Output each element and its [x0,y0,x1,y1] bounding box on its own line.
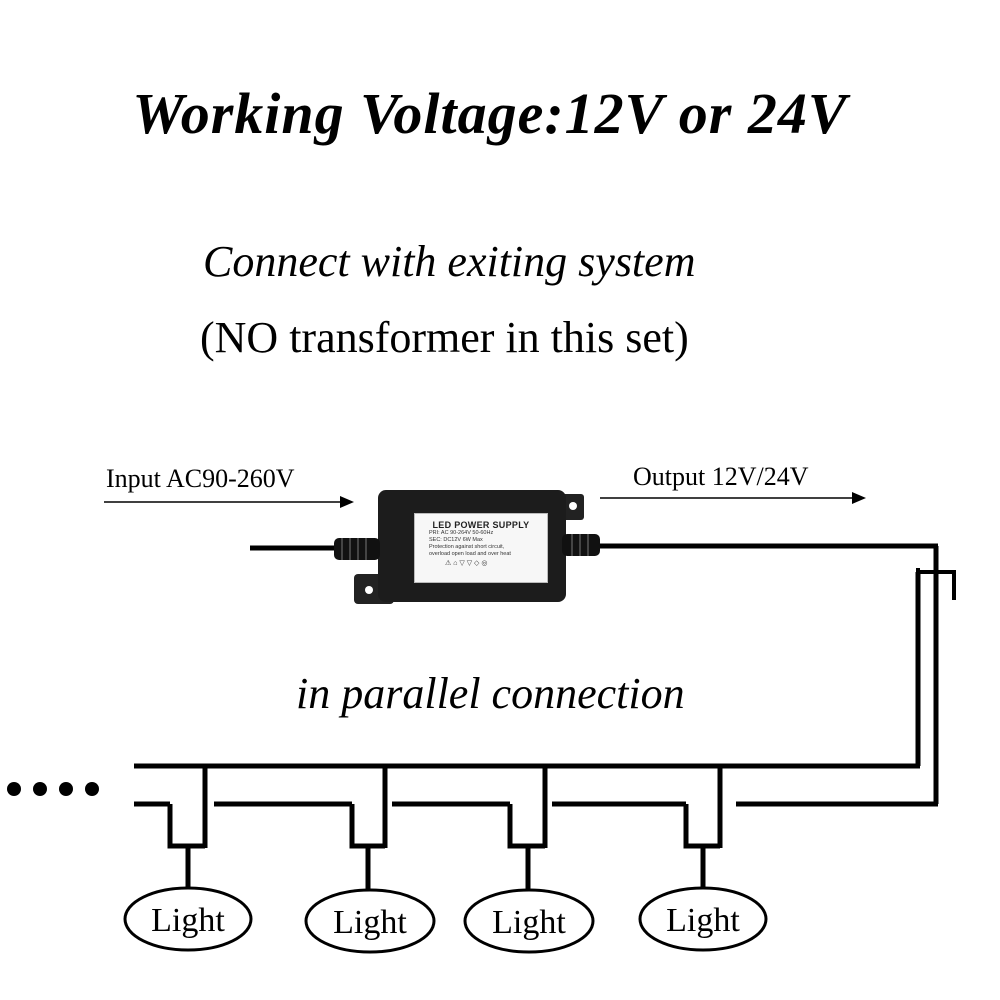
light-label: Light [151,902,225,939]
input-voltage-label: Input AC90-260V [106,464,295,493]
input-arrow [104,496,354,508]
light-connector-3 [507,766,548,892]
power-supply-title: LED POWER SUPPLY [432,520,530,530]
mount-hole [569,502,577,510]
light-node-3: Light [463,888,595,954]
page-title: Working Voltage:12V or 24V [132,81,848,146]
transformer-note: (NO transformer in this set) [200,313,689,362]
subtitle: Connect with exiting system [203,237,696,286]
power-supply-protection: Protection against short circuit, [429,544,505,550]
cable-grip-left [334,538,380,560]
light-label: Light [333,904,407,941]
cable-grip-right [562,534,600,556]
power-supply-protection-2: overload open load and over heat [429,551,511,557]
light-node-4: Light [638,886,768,952]
output-arrow [600,492,866,504]
light-node-1: Light [123,886,253,952]
light-label: Light [492,904,566,941]
light-connector-2 [349,766,388,892]
power-supply-pri: PRI: AC 90-264V 50-60Hz [429,530,494,536]
light-label: Light [666,902,740,939]
output-voltage-label: Output 12V/24V [633,462,809,491]
parallel-connection-label: in parallel connection [296,669,685,718]
power-supply-label: LED POWER SUPPLY PRI: AC 90-264V 50-60Hz… [414,513,548,583]
continuation-dots [7,782,99,796]
light-connector-4 [683,766,723,890]
light-connector-1 [167,766,208,890]
light-node-2: Light [304,888,436,954]
power-supply-sec: SEC: DC12V 6W Max [429,537,483,543]
mount-hole [365,586,373,594]
certification-icons: ⚠ ⌂ ▽ ▽ ◇ ◎ [445,560,488,567]
